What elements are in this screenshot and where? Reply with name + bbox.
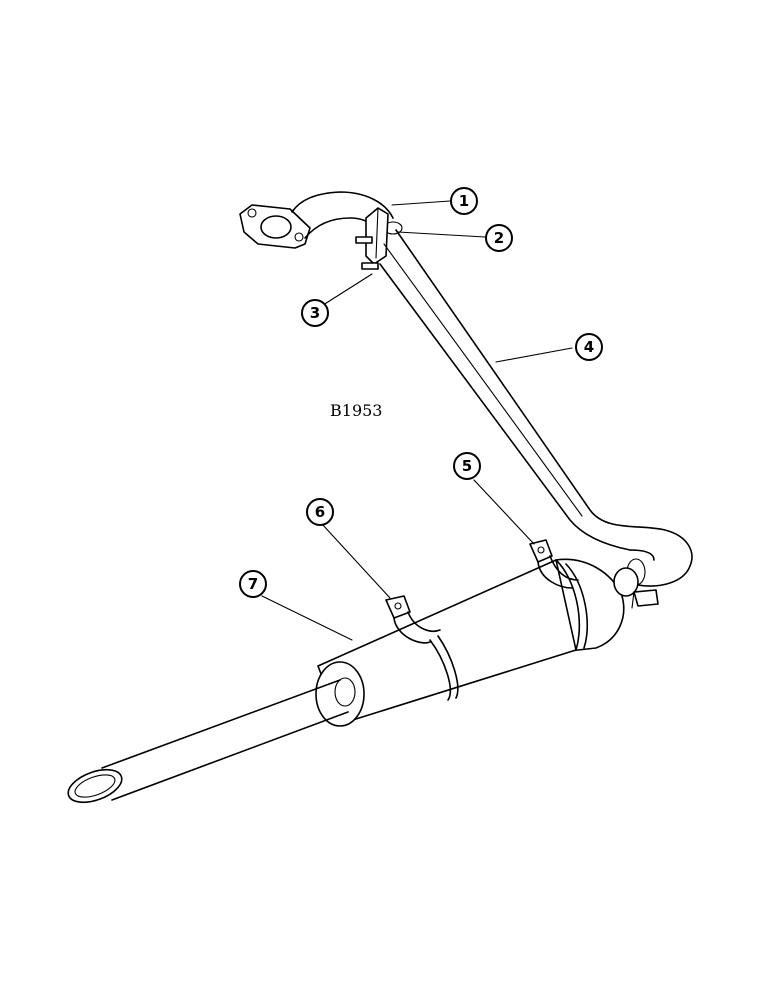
- exit-pipe: [67, 679, 349, 804]
- callout-3: 3: [301, 299, 329, 327]
- clamp-bracket: [355, 207, 389, 270]
- tail-pipe-long: [379, 229, 693, 587]
- callout-4: 4: [575, 333, 603, 361]
- callout-1-label: 1: [459, 192, 469, 210]
- callout-2: 2: [485, 224, 513, 252]
- callout-6-label: 6: [315, 503, 325, 521]
- callout-4-label: 4: [584, 338, 594, 356]
- callout-5-label: 5: [462, 457, 472, 475]
- manifold-flange: [239, 204, 311, 249]
- pipe-clamp: [631, 589, 659, 609]
- muffler-clamp-front: [385, 595, 441, 644]
- muffler: [315, 558, 639, 727]
- drawing-id: B1953: [330, 401, 382, 420]
- callout-6: 6: [306, 498, 334, 526]
- callout-2-label: 2: [494, 229, 504, 247]
- callout-7: 7: [239, 570, 267, 598]
- callout-1: 1: [450, 187, 478, 215]
- callout-5: 5: [453, 452, 481, 480]
- muffler-clamp-rear: [529, 539, 579, 589]
- callout-7-label: 7: [248, 575, 258, 593]
- callout-3-label: 3: [310, 304, 320, 322]
- leader-lines: [261, 200, 573, 641]
